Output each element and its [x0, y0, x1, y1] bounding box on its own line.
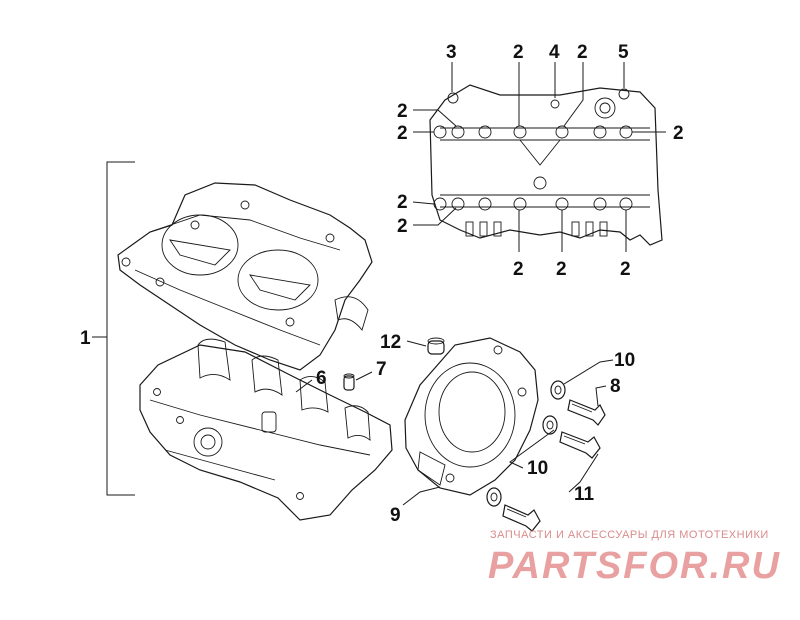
- callout-2-left-b: 2: [397, 123, 408, 144]
- watermark-logo: PARTSFOR.RU: [488, 545, 781, 587]
- bolt-8: [567, 399, 606, 426]
- washer-10-middle: [542, 415, 558, 435]
- watermark-tagline: ЗАПЧАСТИ И АКСЕССУАРЫ ДЛЯ МОТОТЕХНИКИ: [490, 529, 769, 541]
- bolt-11-lower: [502, 504, 541, 532]
- callout-2-top-b: 2: [577, 42, 588, 63]
- assembly-bracket: [92, 161, 135, 496]
- dowel-pin-12: [427, 337, 445, 355]
- callout-8: 8: [610, 376, 621, 397]
- callout-9: 9: [390, 505, 401, 526]
- callout-2-left-a: 2: [397, 101, 408, 122]
- callout-12: 12: [380, 332, 401, 353]
- leader-lines: [295, 62, 666, 506]
- upper-crankcase: [117, 182, 373, 371]
- callout-1: 1: [80, 328, 91, 349]
- callout-2-bottom-b: 2: [556, 259, 567, 280]
- callout-6: 6: [316, 368, 327, 389]
- watermark: ЗАПЧАСТИ И АКСЕССУАРЫ ДЛЯ МОТОТЕХНИКИ PA…: [488, 529, 781, 587]
- callout-10-bottom: 10: [527, 458, 548, 479]
- callout-5: 5: [618, 42, 629, 63]
- crankcase-end-cover: [404, 337, 539, 496]
- callout-3: 3: [446, 42, 457, 63]
- callout-2-bottom-c: 2: [620, 259, 631, 280]
- callout-2-bottom-a: 2: [513, 259, 524, 280]
- callout-11: 11: [574, 484, 595, 505]
- washer-10-lower: [486, 487, 502, 507]
- callout-4: 4: [549, 42, 560, 63]
- bolt-11-upper: [559, 431, 601, 459]
- sleeve-7: [343, 373, 355, 391]
- crankcase-bottom-view: [429, 84, 663, 246]
- callout-7: 7: [376, 359, 387, 380]
- washer-10-upper: [550, 380, 566, 400]
- callout-10-top: 10: [614, 350, 635, 371]
- lower-crankcase: [139, 338, 393, 521]
- callout-2-left-d: 2: [397, 216, 408, 237]
- callout-labels: 1 3 2 4 2 5 2 2 2 2 2 2 2 2 12 7 6 10 8 …: [80, 42, 684, 526]
- callout-2-right: 2: [673, 123, 684, 144]
- callout-2-left-c: 2: [397, 192, 408, 213]
- callout-2-top-a: 2: [513, 42, 524, 63]
